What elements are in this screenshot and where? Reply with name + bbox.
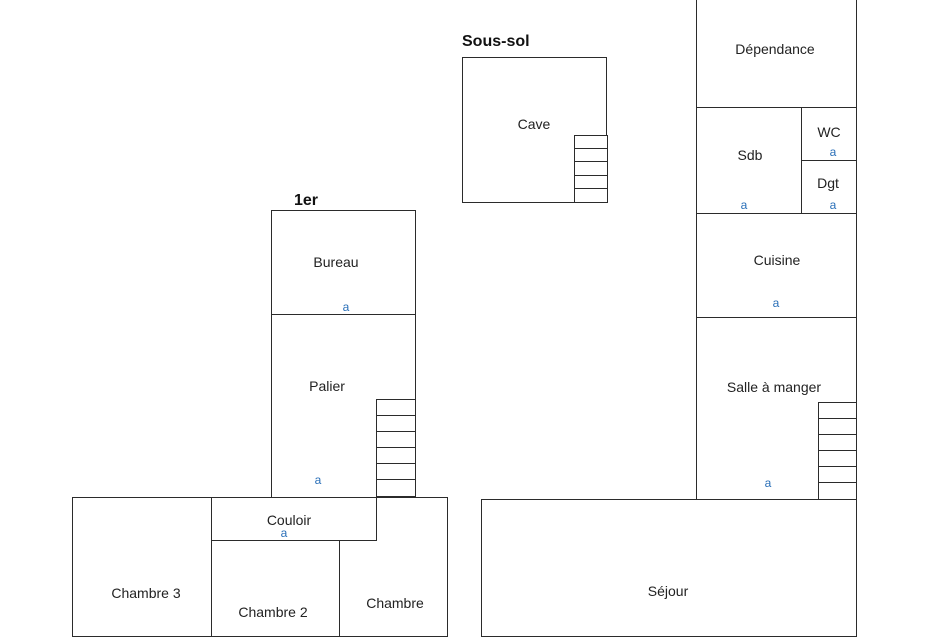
- room-chambre-2: [211, 540, 340, 637]
- room-dgt-label: Dgt: [817, 175, 839, 191]
- room-wc: [801, 107, 857, 161]
- room-chambre-3: [72, 497, 212, 637]
- stairs-palier: [376, 399, 416, 497]
- room-sdb-label: Sdb: [737, 147, 763, 163]
- room-bureau-label: Bureau: [313, 254, 359, 270]
- marker-bureau: a: [342, 300, 350, 314]
- room-chambre-3-label: Chambre 3: [111, 585, 181, 601]
- marker-wc: a: [829, 145, 837, 159]
- room-wc-label: WC: [817, 124, 841, 140]
- room-sdb: [696, 107, 802, 214]
- marker-palier: a: [314, 473, 322, 487]
- room-salle-a-manger-label: Salle à manger: [726, 379, 822, 395]
- room-chambre-label: Chambre: [366, 595, 424, 611]
- marker-dgt: a: [829, 198, 837, 212]
- room-dependance: [696, 0, 857, 108]
- room-bureau: [271, 210, 416, 315]
- marker-sdb: a: [740, 198, 748, 212]
- room-dgt: [801, 160, 857, 214]
- marker-couloir: a: [280, 526, 288, 540]
- marker-salle-a-manger: a: [764, 476, 772, 490]
- room-cuisine-label: Cuisine: [753, 252, 801, 268]
- room-palier-label: Palier: [309, 378, 345, 394]
- heading-first-floor: 1er: [294, 192, 319, 209]
- stairs-cave: [574, 135, 608, 203]
- room-dependance-label: Dépendance: [735, 41, 815, 57]
- room-sejour: [481, 499, 857, 637]
- room-couloir-label: Couloir: [266, 512, 312, 528]
- heading-basement: Sous-sol: [462, 33, 530, 50]
- room-couloir: [211, 497, 377, 541]
- stairs-salle-a-manger: [818, 402, 857, 500]
- room-cuisine: [696, 213, 857, 318]
- room-chambre-2-label: Chambre 2: [238, 604, 308, 620]
- room-sejour-label: Séjour: [647, 583, 689, 599]
- marker-cuisine: a: [772, 296, 780, 310]
- room-cave-label: Cave: [517, 116, 551, 132]
